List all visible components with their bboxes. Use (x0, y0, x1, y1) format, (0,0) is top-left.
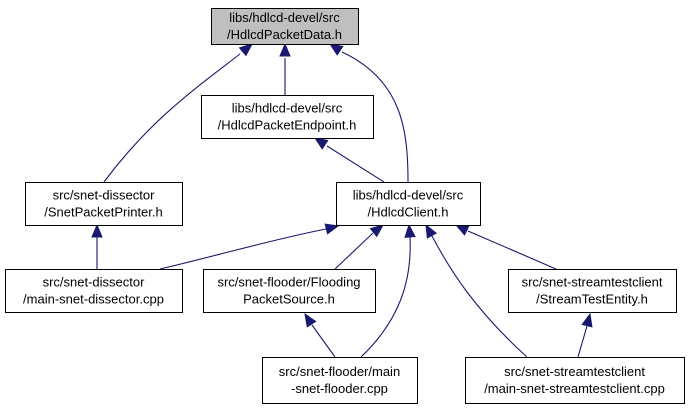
edge-line (326, 145, 385, 183)
node-label-line: src/snet-dissector (43, 275, 146, 290)
node-label-line: src/snet-streamtestclient (522, 275, 663, 290)
node-box[interactable] (508, 269, 677, 313)
node-main-snet-flooder[interactable]: src/snet-flooder/main -snet-flooder.cpp (262, 357, 418, 404)
node-box[interactable] (201, 95, 374, 139)
edge-arrowhead (454, 224, 470, 236)
node-label-line: -snet-flooder.cpp (291, 381, 388, 396)
edge-hdlcd_packet_endpoint-to-hdlcd_packet_data (279, 42, 291, 95)
node-label-line: PacketSource.h (243, 292, 335, 307)
edge-line (311, 324, 336, 358)
edge-snet_packet_printer-to-hdlcd_packet_data (103, 43, 253, 183)
node-box[interactable] (262, 357, 418, 404)
node-snet-packet-printer[interactable]: src/snet-dissector/SnetPacketPrinter.h (25, 182, 183, 226)
node-main-snet-dissector[interactable]: src/snet-dissector/main-snet-dissector.c… (5, 269, 183, 313)
edge-line (431, 235, 528, 358)
edge-hdlcd_client-to-hdlcd_packet_data (328, 43, 409, 183)
edge-arrowhead (328, 43, 344, 56)
edge-arrowhead (324, 223, 340, 235)
edge-line (334, 232, 374, 270)
edge-arrowhead (404, 223, 416, 238)
edge-flooding_packet_source-to-hdlcd_client (334, 224, 385, 270)
node-label-line: /HdlcdPacketData.h (227, 27, 342, 42)
edge-arrowhead (369, 224, 385, 238)
edge-arrowhead (304, 312, 317, 328)
node-box[interactable] (203, 269, 376, 313)
node-box[interactable] (336, 182, 481, 226)
edge-main_snet_dissector-to-hdlcd_client (159, 223, 340, 270)
node-main-snet-streamtestclient[interactable]: src/snet-streamtestclient/main-snet-stre… (465, 357, 685, 404)
node-label-line: src/snet-streamtestclient (504, 364, 645, 379)
node-label-line: src/snet-flooder/Flooding (217, 275, 360, 290)
node-label-line: /main-snet-dissector.cpp (23, 292, 164, 307)
node-label-line: libs/hdlcd-devel/src (229, 10, 340, 25)
edge-arrowhead (425, 223, 438, 239)
node-label-line: /SnetPacketPrinter.h (44, 205, 163, 220)
edge-stream_test_entity-to-hdlcd_client (454, 224, 557, 270)
edge-line (103, 53, 241, 183)
edge-arrowhead (91, 223, 103, 238)
node-label-line: /HdlcdClient.h (368, 205, 449, 220)
edge-main_snet_flooder-to-hdlcd_client (360, 223, 416, 358)
edge-arrowhead (313, 137, 329, 150)
node-box[interactable] (465, 357, 685, 404)
node-stream-test-entity[interactable]: src/snet-streamtestclient/StreamTestEnti… (508, 269, 677, 313)
nodes-layer: libs/hdlcd-devel/src/HdlcdPacketData.hli… (5, 8, 685, 404)
node-label-line: libs/hdlcd-devel/src (232, 101, 343, 116)
node-box[interactable] (211, 8, 359, 45)
node-hdlcd-packet-data[interactable]: libs/hdlcd-devel/src/HdlcdPacketData.h (211, 8, 359, 45)
node-hdlcd-packet-endpoint[interactable]: libs/hdlcd-devel/src/HdlcdPacketEndpoint… (201, 95, 374, 139)
edge-main_snet_flooder-to-flooding_packet_source (304, 312, 336, 358)
edge-line (341, 51, 409, 183)
edge-main_snet_dissector-to-snet_packet_printer (91, 223, 103, 269)
node-hdlcd-client[interactable]: libs/hdlcd-devel/src/HdlcdClient.h (336, 182, 481, 226)
edge-line (467, 230, 557, 270)
node-box[interactable] (5, 269, 183, 313)
node-label-line: src/snet-flooder/main (279, 364, 400, 379)
node-label-line: /HdlcdPacketEndpoint.h (218, 118, 357, 133)
edge-hdlcd_client-to-hdlcd_packet_endpoint (313, 137, 385, 183)
edge-main_snet_streamtestclient-to-stream_test_entity (577, 312, 593, 358)
node-box[interactable] (25, 182, 183, 226)
edges-layer (91, 42, 593, 358)
node-label-line: /main-snet-streamtestclient.cpp (484, 381, 665, 396)
node-label-line: src/snet-dissector (53, 188, 156, 203)
edge-arrowhead (279, 42, 291, 57)
edge-arrowhead (238, 43, 253, 57)
edge-arrowhead (581, 312, 593, 328)
edge-main_snet_streamtestclient-to-hdlcd_client (425, 223, 528, 358)
node-label-line: /StreamTestEntity.h (536, 292, 648, 307)
node-label-line: libs/hdlcd-devel/src (353, 188, 464, 203)
edge-line (577, 325, 588, 358)
edge-line (360, 236, 411, 358)
edge-line (159, 228, 327, 270)
